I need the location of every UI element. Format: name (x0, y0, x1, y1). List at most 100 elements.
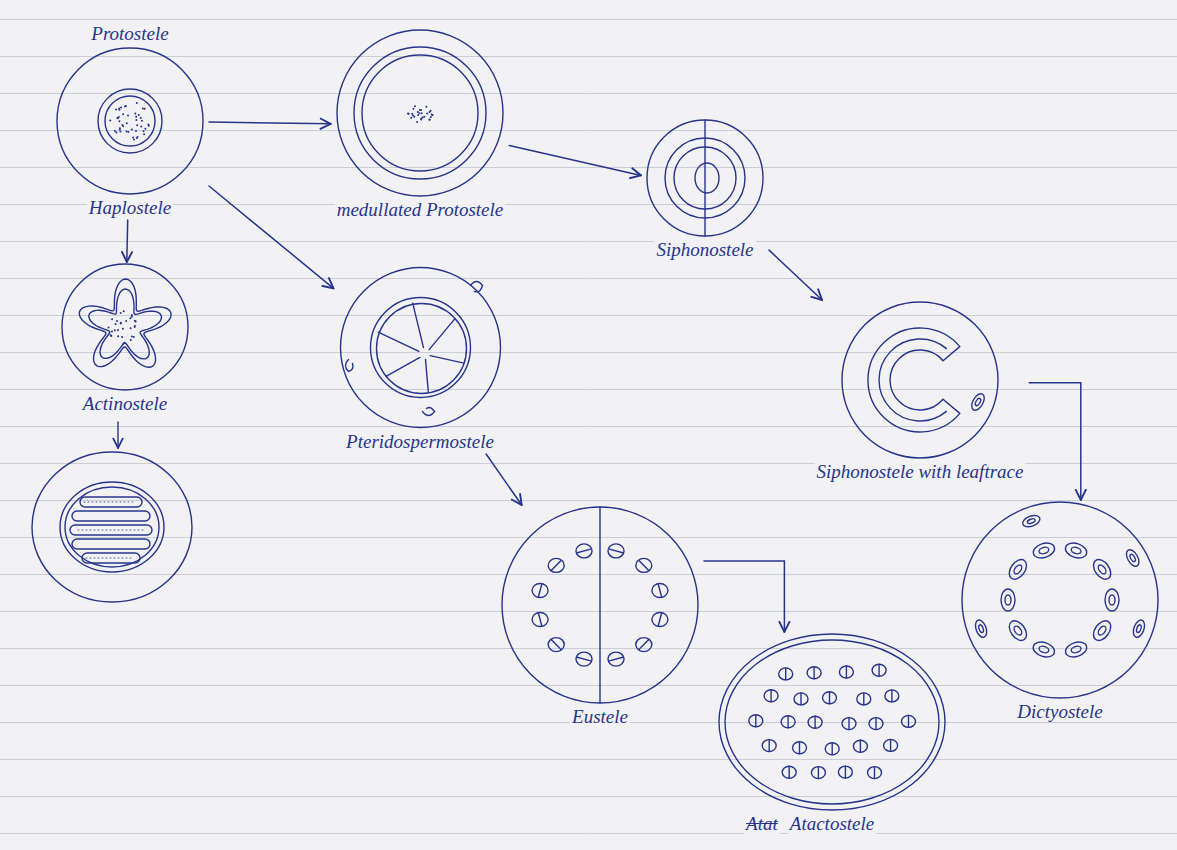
xylem-dot (125, 320, 127, 322)
xylem-dot (134, 112, 136, 114)
stele-figure (335, 28, 505, 198)
stele-figure (338, 265, 503, 430)
bundle-line (874, 767, 875, 779)
xylem-dot (135, 119, 137, 121)
xylem-dot (131, 128, 133, 130)
vascular-bundle (636, 558, 652, 572)
vascular-bundle (842, 718, 856, 730)
stele-ring (65, 487, 159, 567)
xylem-dot (136, 137, 138, 139)
xylem-dot (115, 323, 117, 325)
xylem-dot (430, 116, 432, 118)
xylem-dot (413, 116, 415, 118)
stele-ring (362, 55, 478, 171)
meristele (1070, 546, 1081, 555)
bundle-line (538, 613, 542, 627)
meristele (1001, 589, 1015, 611)
stele-node: medullated Protostele (331, 28, 510, 222)
xylem-dot (122, 328, 124, 330)
xylem-dot (125, 105, 127, 107)
vascular-bundle (885, 690, 899, 702)
stele-ring (60, 482, 164, 572)
xylem-dot (123, 310, 125, 312)
bundle-line (770, 690, 771, 702)
stele-label: Protostele (89, 23, 170, 44)
stele-label: Dictyostele (1015, 701, 1104, 722)
meristele (1109, 595, 1115, 605)
sector-line (412, 303, 423, 347)
leaf-trace (969, 392, 987, 413)
xylem-dot (127, 115, 129, 117)
xylem-dot (410, 117, 412, 119)
bundle-line (845, 766, 846, 778)
xylem-dot (432, 114, 434, 116)
xylem-dot (423, 116, 425, 118)
xylem-dot (133, 139, 135, 141)
cortex-outline (719, 634, 945, 810)
bundle-line (577, 657, 591, 661)
meristele (1005, 595, 1011, 605)
xylem-dots (84, 502, 136, 503)
stele-ring (370, 298, 470, 398)
xylem-dot (115, 131, 117, 133)
xylem-dot (116, 117, 118, 119)
xylem-plate (72, 539, 150, 549)
cortex-outline (340, 268, 500, 428)
meristele (1013, 625, 1024, 637)
xylem-dot (124, 342, 126, 344)
xylem-dot (130, 327, 132, 329)
stele-label: Actinostele (81, 393, 169, 414)
stele-ring (354, 47, 486, 179)
xylem-dot (111, 318, 113, 320)
xylem-dot (133, 336, 135, 338)
xylem-dot (132, 137, 134, 139)
vascular-bundle (779, 668, 793, 680)
xylem-dot (129, 317, 131, 319)
stele-ring (98, 89, 162, 153)
stele-ring (376, 304, 466, 394)
xylem-dot (120, 322, 122, 324)
vascular-bundle (872, 664, 886, 676)
xylem-dot (131, 316, 133, 318)
meristele (1063, 639, 1088, 659)
xylem-dot (116, 320, 118, 322)
xylem-dot (417, 111, 419, 113)
xylem-dot (140, 117, 142, 119)
bundle-line (878, 664, 879, 676)
section-line (704, 120, 705, 236)
xylem-dot (120, 107, 122, 109)
meristele (1090, 618, 1114, 644)
text-line: Haplostele (55, 196, 205, 220)
meristele (1031, 639, 1056, 659)
bundle-line (787, 716, 788, 728)
xylem-dot (114, 130, 116, 132)
meristele (1006, 556, 1030, 582)
xylem-dot (110, 334, 112, 336)
xylem-dot (134, 320, 136, 322)
star-xylem (89, 289, 162, 359)
xylem-dot (131, 314, 133, 316)
xylem-dot (411, 113, 413, 115)
text-line: Protostele (55, 22, 205, 46)
arrow (769, 250, 822, 300)
xylem-dot (420, 118, 422, 120)
xylem-dots (78, 530, 146, 531)
vascular-bundle (576, 652, 592, 666)
leaf-trace (973, 619, 989, 639)
arrow (209, 186, 334, 288)
xylem-dot (131, 336, 133, 338)
stele-node: Atactostele (713, 632, 951, 836)
bundle-line (818, 767, 819, 779)
xylem-dot (121, 124, 123, 126)
c-shaped-stele (879, 339, 946, 421)
xylem-dot (144, 108, 146, 110)
stele-node: Actinostele (56, 262, 194, 416)
vascular-bundle (576, 544, 592, 558)
stele-label: medullated Protostele (335, 199, 506, 220)
meristele (1038, 645, 1049, 654)
leaf-trace (345, 360, 353, 372)
stele-node: Siphonostele with leaftrace (811, 300, 1030, 484)
xylem-dot (136, 124, 138, 126)
vascular-bundle (794, 693, 808, 705)
xylem-dot (118, 120, 120, 122)
